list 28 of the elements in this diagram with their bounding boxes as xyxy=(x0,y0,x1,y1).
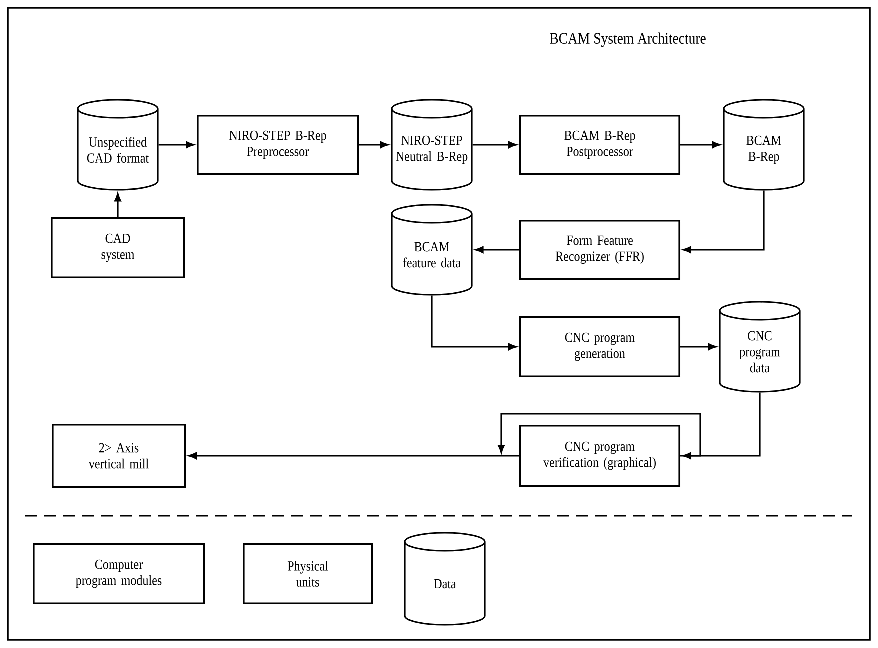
arrow xyxy=(114,193,122,218)
data-cylinder: Data xyxy=(404,532,486,626)
process-box: Computer program modules xyxy=(33,544,205,604)
arrow xyxy=(158,142,194,148)
data-cylinder: BCAM feature data xyxy=(391,204,473,296)
process-box: CNC program generation xyxy=(520,316,680,378)
data-cylinder: Unspecified CAD format xyxy=(77,99,159,191)
arrow xyxy=(431,296,517,350)
arrow xyxy=(472,142,517,148)
data-cylinder: CNC program data xyxy=(719,301,801,393)
arrow xyxy=(683,392,761,460)
arrow xyxy=(475,246,520,254)
arrow xyxy=(498,413,702,457)
arrow xyxy=(188,452,520,460)
data-cylinder: NIRO-STEP Neutral B-Rep xyxy=(391,99,473,191)
arrow xyxy=(680,344,717,350)
arrow xyxy=(683,190,765,254)
unit-box: CAD system xyxy=(51,218,185,278)
process-box: NIRO-STEP B-Rep Preprocessor xyxy=(197,115,359,175)
process-box: CNC program verification (graphical) xyxy=(520,425,680,487)
arrow xyxy=(680,142,721,148)
diagram-title: BCAM System Architecture xyxy=(550,32,706,48)
unit-box: 2> Axis vertical mill xyxy=(52,424,186,488)
data-cylinder: BCAM B-Rep xyxy=(723,99,805,191)
arrow xyxy=(359,142,389,148)
unit-box: Physical units xyxy=(243,544,373,604)
process-box: BCAM B-Rep Postprocessor xyxy=(520,115,680,175)
process-box: Form Feature Recognizer (FFR) xyxy=(520,220,680,280)
